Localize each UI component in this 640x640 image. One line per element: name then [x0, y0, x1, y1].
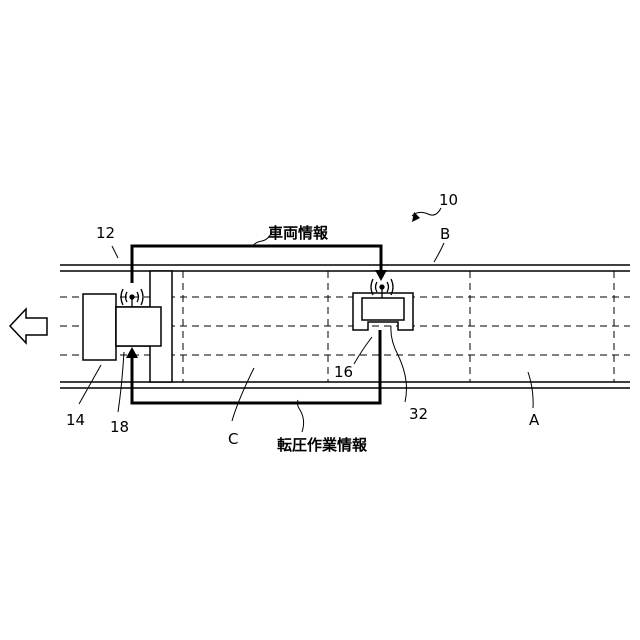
roller-label-16: 16 [334, 363, 353, 381]
area-b-label: B [440, 225, 450, 243]
area-a-label: A [529, 411, 540, 429]
vehicle-info-label: 車両情報 [268, 224, 329, 242]
paver-unit-18-overlay [116, 307, 161, 346]
vehicle-info-arrowhead-icon [375, 270, 387, 281]
compaction-info-arrowhead-icon [126, 347, 138, 358]
travel-direction-arrow-icon [10, 309, 47, 343]
area-c-label: C [228, 430, 238, 448]
compaction-info-label: 転圧作業情報 [277, 436, 368, 454]
paver-body [83, 294, 116, 360]
roller-unit-32 [362, 298, 404, 320]
roller-unit-label-32: 32 [409, 405, 428, 423]
figure-number-label: 10 [439, 191, 458, 209]
paver-unit-label-18: 18 [110, 418, 129, 436]
paver-antenna-icon [121, 289, 143, 307]
paver-label-14: 14 [66, 411, 85, 429]
road-label-12: 12 [96, 224, 115, 242]
